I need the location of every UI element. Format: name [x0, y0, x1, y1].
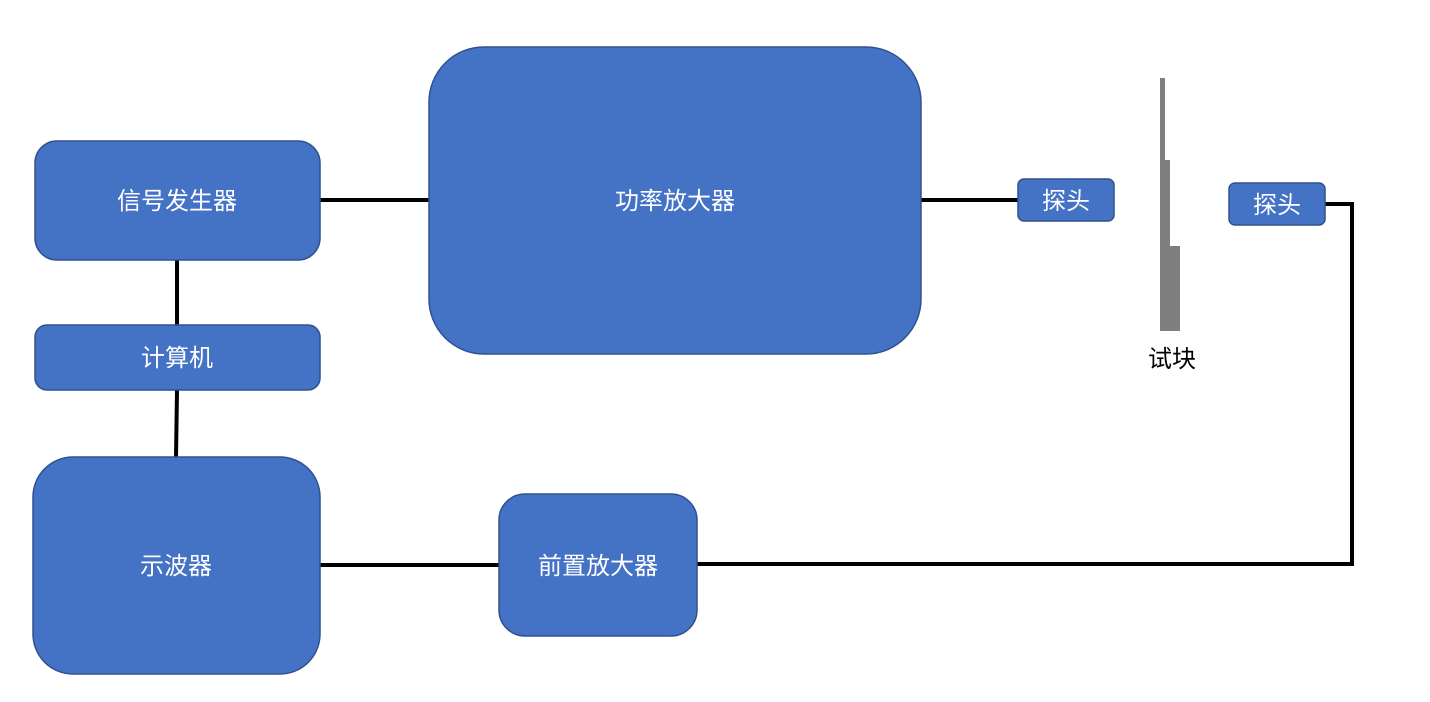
receive-probe-block: 探头	[1228, 182, 1326, 226]
power-amplifier-block: 功率放大器	[428, 46, 922, 355]
receive-probe-label: 探头	[1253, 191, 1301, 219]
specimen-shape	[1160, 78, 1180, 331]
wire-receive-probe-to-preamplifier	[697, 202, 1354, 566]
transmit-probe-block: 探头	[1017, 178, 1115, 222]
power-amplifier-label: 功率放大器	[615, 187, 735, 215]
transmit-probe-label: 探头	[1042, 187, 1090, 215]
signal-generator-block: 信号发生器	[34, 140, 321, 261]
computer-label: 计算机	[141, 344, 213, 372]
preamplifier-block: 前置放大器	[498, 493, 698, 637]
signal-generator-label: 信号发生器	[117, 187, 237, 215]
computer-block: 计算机	[34, 324, 321, 391]
preamplifier-label: 前置放大器	[538, 552, 658, 580]
connections	[174, 198, 1354, 567]
oscilloscope-block: 示波器	[32, 456, 321, 675]
oscilloscope-label: 示波器	[140, 552, 212, 580]
specimen: 试块	[1148, 78, 1196, 373]
wire-computer-to-oscilloscope	[174, 389, 179, 458]
specimen-label: 试块	[1148, 345, 1196, 373]
